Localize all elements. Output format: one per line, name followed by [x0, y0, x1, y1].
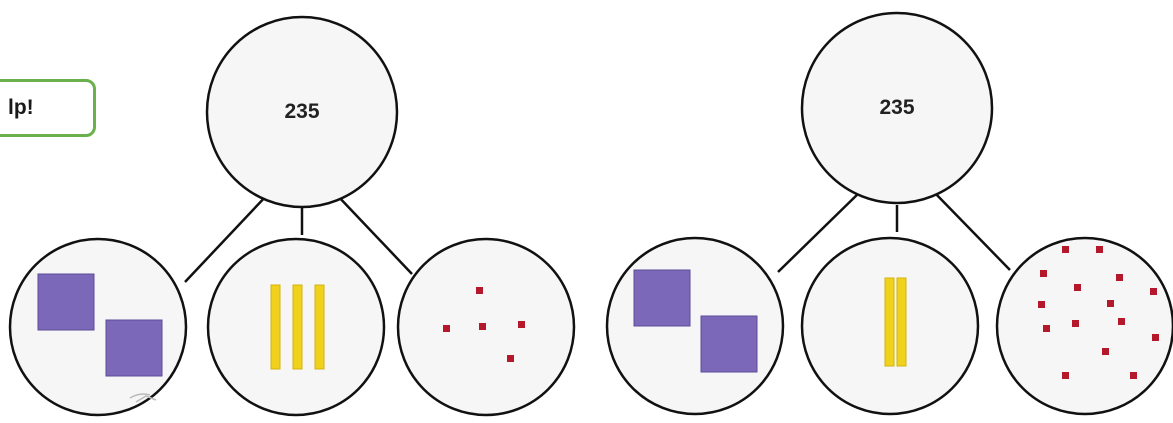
one-cube	[1152, 334, 1159, 341]
one-cube	[518, 321, 525, 328]
one-cube	[1062, 246, 1069, 253]
one-cube	[507, 355, 514, 362]
one-cube	[1040, 270, 1047, 277]
one-cube	[1130, 372, 1137, 379]
hundred-block	[106, 320, 162, 376]
part-whole-model-2	[607, 13, 1173, 414]
ten-rod	[885, 278, 894, 366]
one-cube	[476, 287, 483, 294]
ten-rod	[293, 285, 302, 369]
one-cube	[1043, 325, 1050, 332]
hundred-block	[701, 316, 757, 372]
one-cube	[443, 325, 450, 332]
whole-value-model-1: 235	[242, 100, 362, 124]
one-cube	[479, 323, 486, 330]
one-cube	[1107, 300, 1114, 307]
one-cube	[1116, 274, 1123, 281]
one-cube	[1072, 320, 1079, 327]
part-whole-model-1	[10, 17, 574, 415]
ten-rod	[315, 285, 324, 369]
whole-value-model-2: 235	[837, 96, 957, 120]
hundred-block	[634, 270, 690, 326]
one-cube	[1150, 288, 1157, 295]
part-circle-ones	[997, 238, 1173, 414]
hundred-block	[38, 274, 94, 330]
one-cube	[1096, 246, 1103, 253]
ten-rod	[897, 278, 906, 366]
one-cube	[1074, 284, 1081, 291]
one-cube	[1062, 372, 1069, 379]
one-cube	[1102, 348, 1109, 355]
ten-rod	[271, 285, 280, 369]
one-cube	[1038, 301, 1045, 308]
one-cube	[1118, 318, 1125, 325]
